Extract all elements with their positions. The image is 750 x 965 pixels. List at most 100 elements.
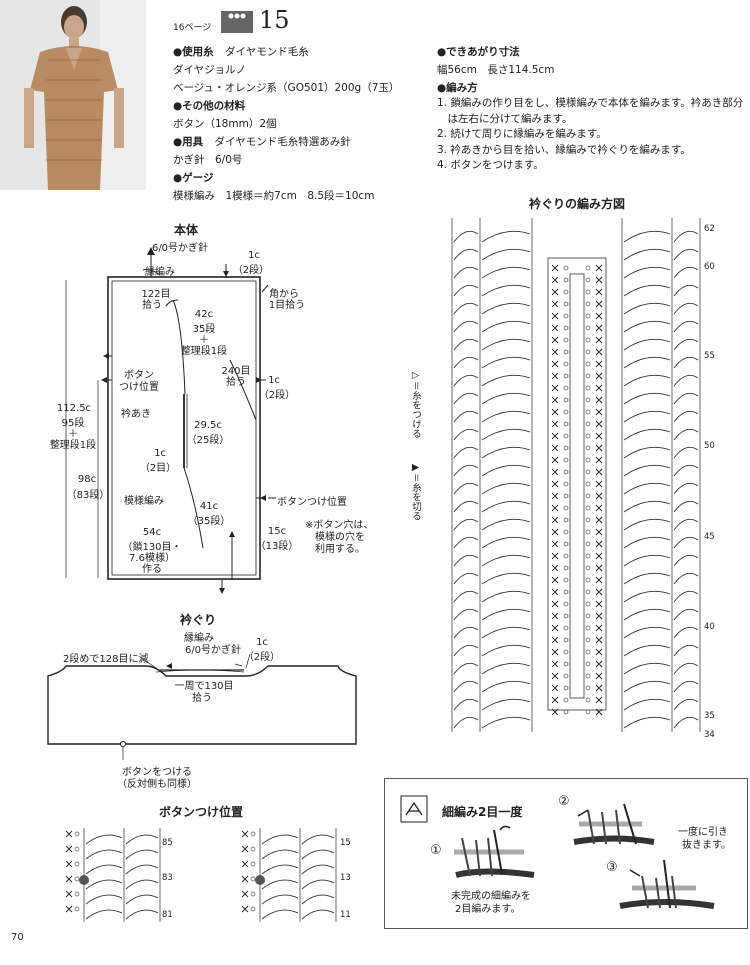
pick-240b: 拾う — [226, 377, 246, 388]
chart-stitch — [453, 356, 479, 369]
chart-stitch — [481, 410, 531, 423]
sc-mark — [551, 264, 559, 272]
sc-mark — [595, 516, 603, 524]
chain-mark — [585, 697, 591, 703]
collar-hook: 6/0号かぎ針 — [184, 645, 242, 656]
sc-mark — [595, 504, 603, 512]
chart-stitch — [623, 392, 671, 405]
chart-stitch — [481, 230, 531, 243]
chart-stitch — [453, 410, 479, 423]
chart-stitch — [481, 608, 531, 621]
sc-mark — [551, 372, 559, 380]
chart-stitch — [623, 374, 671, 387]
chain-mark — [74, 891, 80, 897]
chain-mark — [585, 409, 591, 415]
chain-mark — [563, 385, 569, 391]
chain-mark — [585, 565, 591, 571]
chart-stitch — [623, 302, 671, 315]
chart-stitch — [301, 849, 335, 860]
chain-mark — [585, 433, 591, 439]
chain-mark — [563, 601, 569, 607]
legend-cut: ▶＝糸を切る — [410, 462, 421, 521]
chain-mark — [563, 517, 569, 523]
chain-mark — [585, 337, 591, 343]
chart-stitch — [673, 608, 699, 621]
chain-mark — [585, 685, 591, 691]
method-steps: 1. 鎖編みの作り目をし、模様編みで本体を編みます。衿あき部分 は左右に分けて編… — [437, 96, 743, 174]
button-chart-left — [65, 828, 161, 922]
chain-mark — [585, 301, 591, 307]
sc-mark — [551, 672, 559, 680]
chart-stitch — [481, 518, 531, 531]
chart-stitch — [453, 698, 479, 711]
s295-1: 29.5c — [194, 420, 222, 431]
chain-mark — [563, 421, 569, 427]
sc-mark — [595, 372, 603, 380]
sc-mark — [595, 708, 603, 716]
collar-2rows: （2段） — [243, 652, 281, 663]
chain-mark — [250, 846, 256, 852]
chain-mark — [585, 445, 591, 451]
tools-brand: ダイヤモンド毛糸特選あみ針 — [214, 136, 351, 148]
s54-3: 7.6模様） — [129, 553, 175, 564]
chart-stitch — [453, 518, 479, 531]
chart-stitch — [673, 284, 699, 297]
sc-mark — [551, 300, 559, 308]
chart-stitch — [623, 482, 671, 495]
chain-mark — [563, 613, 569, 619]
chain-mark — [585, 325, 591, 331]
s42-3: ＋ — [199, 335, 209, 346]
chain-mark — [250, 906, 256, 912]
sc-mark — [551, 360, 559, 368]
yarn-line: ●使用糸 ダイヤモンド毛糸 — [173, 44, 309, 59]
chart-stitch — [453, 464, 479, 477]
chain-mark — [585, 601, 591, 607]
s15-2: （13段） — [255, 541, 299, 552]
sc-mark — [551, 444, 559, 452]
chart-stitch — [673, 338, 699, 351]
chart-stitch — [453, 320, 479, 333]
page-ref: 16ページ — [173, 23, 212, 33]
row-number: 50 — [704, 441, 715, 451]
chain-mark — [563, 289, 569, 295]
body-edge: 縁編み — [145, 267, 175, 278]
sc-mark — [551, 396, 559, 404]
chart-stitch — [481, 572, 531, 585]
pattern-number: 15 — [259, 6, 290, 34]
sc-mark — [551, 564, 559, 572]
pattern-label: 模様編み — [124, 496, 164, 507]
left-1125: 112.5c — [56, 403, 92, 414]
chart-stitch — [261, 849, 299, 860]
sc-mark — [241, 845, 249, 853]
sc-mark — [551, 456, 559, 464]
chart-stitch — [623, 266, 671, 279]
chain-mark — [585, 349, 591, 355]
chart-stitch — [623, 464, 671, 477]
chain-mark — [585, 265, 591, 271]
dec-cap1a: 未完成の細編みを — [451, 891, 531, 902]
chart-stitch — [673, 248, 699, 261]
step3-illustration — [619, 859, 715, 909]
sc-mark — [595, 528, 603, 536]
collar-pick1: 一周で130目 — [174, 681, 234, 692]
chain-mark — [585, 637, 591, 643]
sc-mark — [595, 348, 603, 356]
chain-mark — [563, 349, 569, 355]
chart-stitch — [481, 356, 531, 369]
chart-stitch — [125, 909, 159, 920]
chain-mark — [585, 313, 591, 319]
chain-mark — [585, 517, 591, 523]
chart-stitch — [261, 864, 299, 875]
pattern-badge — [221, 11, 253, 33]
chart-stitch — [623, 284, 671, 297]
chain-mark — [563, 661, 569, 667]
button-mark — [79, 875, 89, 885]
sc-mark — [241, 890, 249, 898]
tools-line: ●用具 ダイヤモンド毛糸特選あみ針 — [173, 134, 351, 149]
chart-stitch — [481, 554, 531, 567]
chain-mark — [563, 565, 569, 571]
sc-mark — [595, 288, 603, 296]
chart-title: 衿ぐりの編み方図 — [528, 197, 626, 211]
chart-stitch — [481, 716, 531, 729]
chain-mark — [585, 649, 591, 655]
